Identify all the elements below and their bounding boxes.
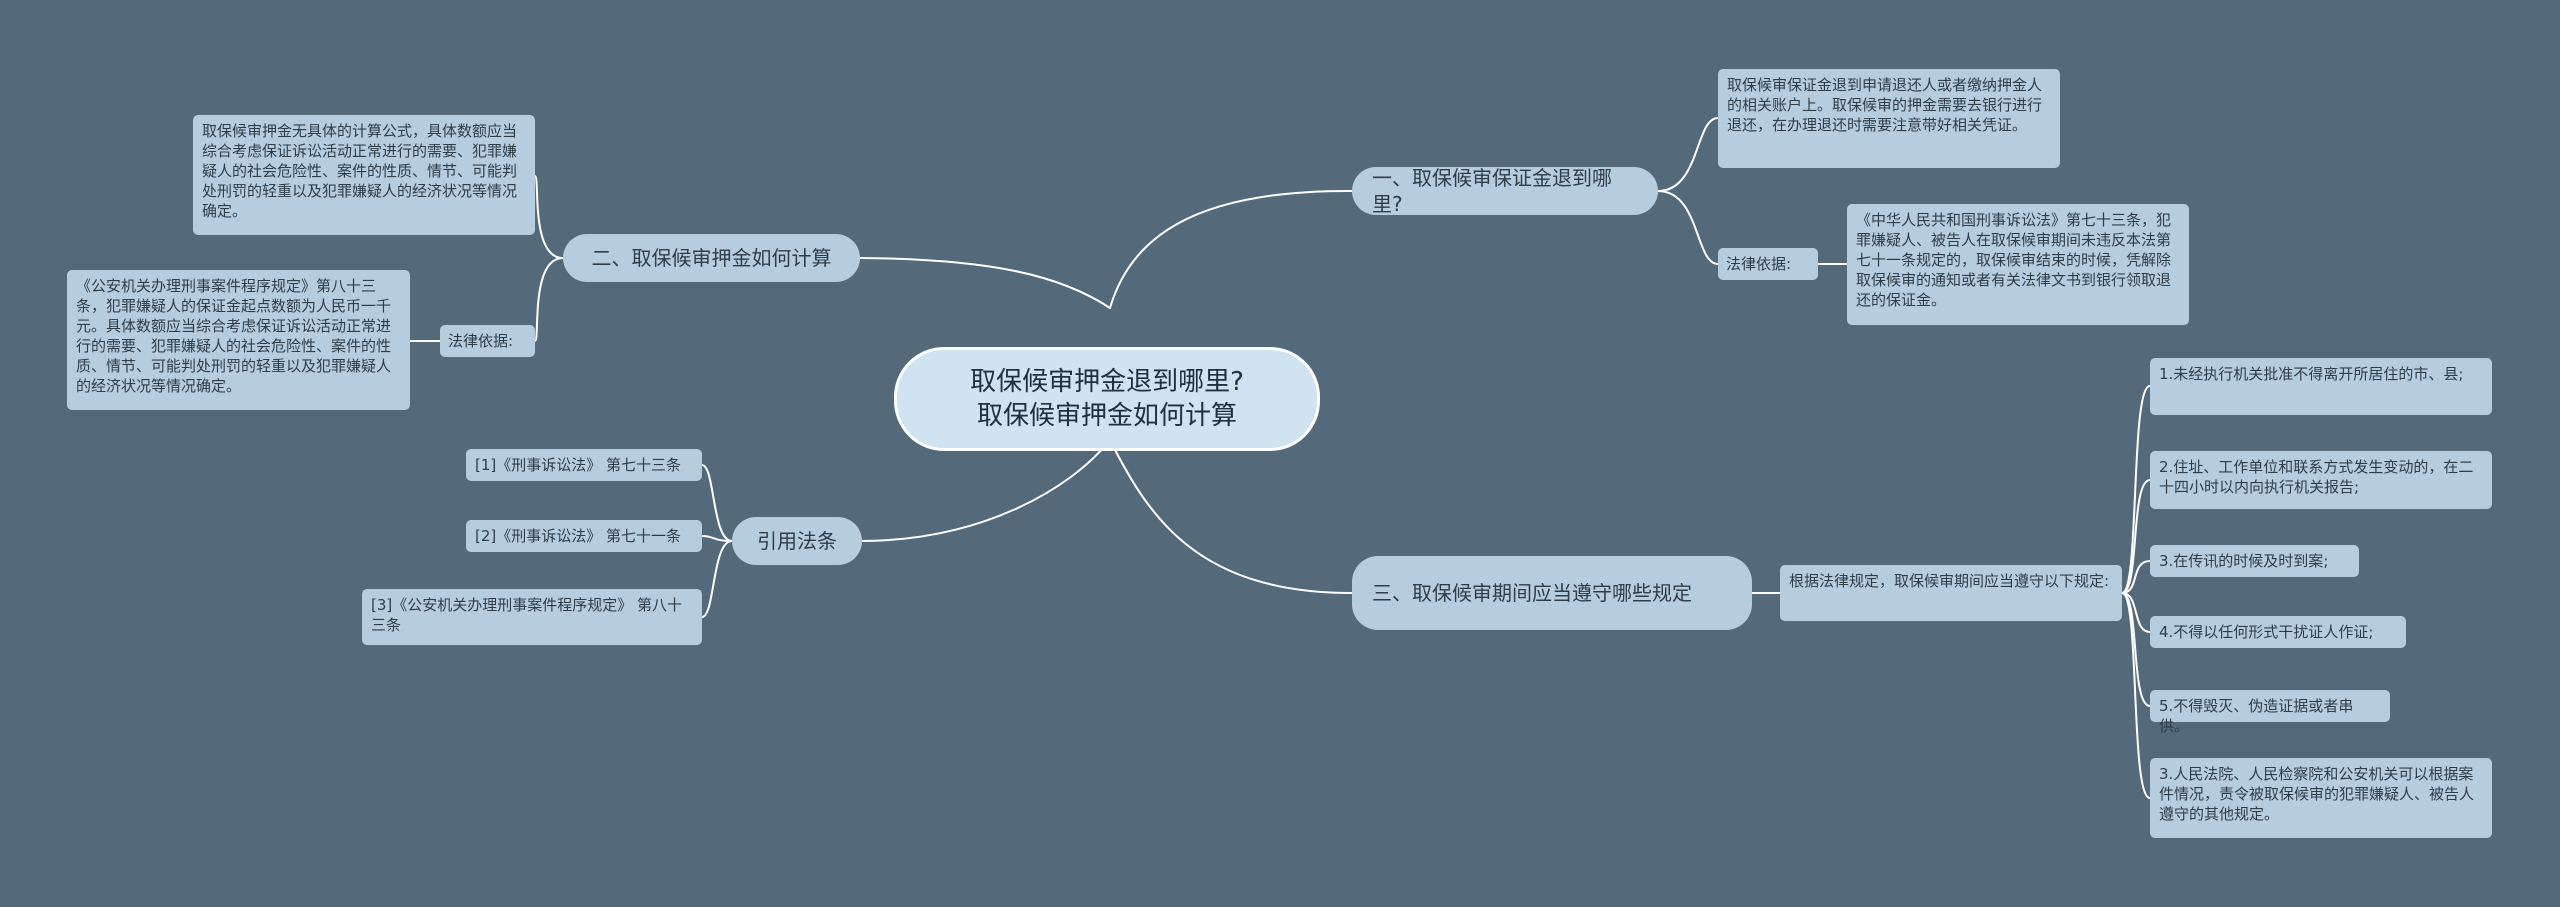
obligation-item[interactable]: 4.不得以任何形式干扰证人作证; xyxy=(2150,616,2406,648)
branch-cited-articles[interactable]: 引用法条 xyxy=(732,517,862,565)
link-b3-item1 xyxy=(2121,385,2151,594)
cited-article-item[interactable]: [2]《刑事诉讼法》 第七十一条 xyxy=(466,520,702,552)
obligations-intro[interactable]: 根据法律规定，取保候审期间应当遵守以下规定: xyxy=(1780,565,2122,621)
link-root-branch1 xyxy=(1109,189,1353,309)
obligation-item[interactable]: 3.人民法院、人民检察院和公安机关可以根据案件情况，责令被取保候审的犯罪嫌疑人、… xyxy=(2150,758,2492,838)
branch-cited-articles-title: 引用法条 xyxy=(757,529,837,553)
link-b3-item3 xyxy=(2121,560,2151,594)
link-root-branch2 xyxy=(859,257,1111,309)
link-b3-item6 xyxy=(2121,592,2151,799)
root-topic[interactable]: 取保候审押金退到哪里? 取保候审押金如何计算 xyxy=(894,347,1320,451)
obligation-item[interactable]: 2.住址、工作单位和联系方式发生变动的，在二十四小时以内向执行机关报告; xyxy=(2150,451,2492,509)
obligation-item[interactable]: 3.在传讯的时候及时到案; xyxy=(2150,545,2359,577)
deposit-calculation-basis-text[interactable]: 《公安机关办理刑事案件程序规定》第八十三条，犯罪嫌疑人的保证金起点数额为人民币一… xyxy=(67,270,410,410)
cited-article-item[interactable]: [1]《刑事诉讼法》 第七十三条 xyxy=(466,449,702,481)
link-b3-item5 xyxy=(2121,592,2151,707)
link-b2-basis xyxy=(534,257,564,342)
root-title-line2: 取保候审押金如何计算 xyxy=(976,401,1237,431)
obligation-item[interactable]: 1.未经执行机关批准不得离开所居住的市、县; xyxy=(2150,358,2492,415)
bail-refund-basis-label[interactable]: 法律依据: xyxy=(1718,248,1818,280)
obligation-item[interactable]: 5.不得毁灭、伪造证据或者串供。 xyxy=(2150,690,2390,735)
deposit-calculation-basis-label[interactable]: 法律依据: xyxy=(440,325,535,357)
bail-refund-text[interactable]: 取保候审保证金退到申请退还人或者缴纳押金人的相关账户上。取保候审的押金需要去银行… xyxy=(1718,69,2060,168)
link-b1-text xyxy=(1657,117,1719,192)
branch-deposit-calculation-title: 二、取保候审押金如何计算 xyxy=(591,246,832,270)
deposit-calculation-text[interactable]: 取保候审押金无具体的计算公式，具体数额应当综合考虑保证诉讼活动正常进行的需要、犯… xyxy=(193,115,535,235)
link-b3-item4 xyxy=(2121,592,2151,633)
branch-deposit-calculation[interactable]: 二、取保候审押金如何计算 xyxy=(563,234,860,282)
branch-bail-refund-title: 一、取保候审保证金退到哪里? xyxy=(1372,166,1612,216)
link-root-branch3 xyxy=(1109,439,1353,594)
link-b4-ref2 xyxy=(701,535,733,542)
root-title-line1: 取保候审押金退到哪里? xyxy=(970,367,1244,397)
link-b4-ref3 xyxy=(701,540,733,618)
link-b3-item2 xyxy=(2121,479,2151,594)
cited-article-item[interactable]: [3]《公安机关办理刑事案件程序规定》 第八十三条 xyxy=(362,589,702,645)
link-b1-basis xyxy=(1657,190,1719,265)
link-b2-text xyxy=(534,175,564,259)
bail-refund-basis-text[interactable]: 《中华人民共和国刑事诉讼法》第七十三条，犯罪嫌疑人、被告人在取保候审期间未违反本… xyxy=(1847,204,2189,325)
branch-obligations[interactable]: 三、取保候审期间应当遵守哪些规定 xyxy=(1352,556,1752,630)
link-b4-ref1 xyxy=(701,464,733,542)
link-root-branch4 xyxy=(859,439,1111,542)
branch-obligations-title: 三、取保候审期间应当遵守哪些规定 xyxy=(1372,581,1692,605)
branch-bail-refund[interactable]: 一、取保候审保证金退到哪里? xyxy=(1352,166,1658,216)
